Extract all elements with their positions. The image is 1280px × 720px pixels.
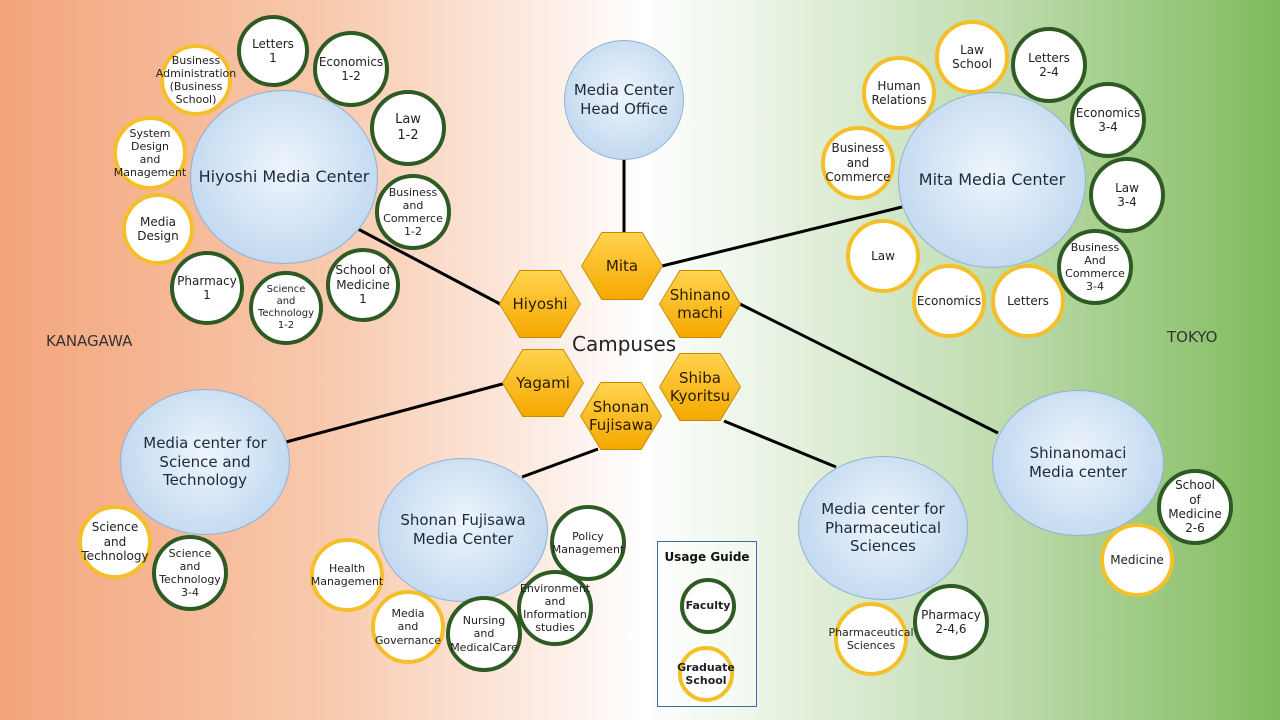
graduate-node-human-relations[interactable]: Human Relations (862, 56, 936, 130)
media-center-head-office[interactable]: Media Center Head Office (564, 40, 684, 160)
media-center-pharmaceutical[interactable]: Media center for Pharmaceutical Sciences (798, 456, 968, 600)
legend-graduate-swatch: Graduate School (677, 646, 735, 702)
line-yagami-mediacenter (285, 381, 507, 444)
line-shinanomachi-mediacenter (739, 302, 999, 435)
graduate-node-law[interactable]: Law (846, 219, 920, 293)
diagram-title: Campuses (572, 332, 677, 356)
graduate-node-pharmaceutical-sciences[interactable]: Pharmaceutical Sciences (828, 602, 914, 676)
faculty-node-environment-information[interactable]: Environment and Information studies (517, 570, 593, 646)
legend-faculty-swatch: Faculty (680, 578, 736, 634)
media-center-shinanomachi[interactable]: Shinanomaci Media center (992, 390, 1164, 536)
faculty-node-science-technology[interactable]: Science and Technology 3-4 (152, 535, 228, 611)
graduate-node-media-design[interactable]: Media Design (122, 193, 194, 265)
graduate-node-science-technology[interactable]: Science and Technology (78, 505, 152, 579)
region-label-tokyo: TOKYO (1167, 328, 1218, 346)
faculty-node-letters[interactable]: Letters 1 (237, 15, 309, 87)
region-label-kanagawa: KANAGAWA (46, 332, 133, 350)
faculty-node-policy-management[interactable]: Policy Management (550, 505, 626, 581)
faculty-node-business-commerce[interactable]: Business and Commerce 1-2 (375, 174, 451, 250)
faculty-node-medicine[interactable]: School of Medicine 1 (326, 248, 400, 322)
graduate-node-health-management[interactable]: Health Management (310, 538, 384, 612)
faculty-node-law[interactable]: Law 1-2 (370, 90, 446, 166)
graduate-node-letters[interactable]: Letters (991, 264, 1065, 338)
faculty-node-economics[interactable]: Economics 3-4 (1070, 82, 1146, 158)
legend-title: Usage Guide (664, 550, 750, 564)
line-shiba-mediacenter (723, 419, 837, 469)
graduate-node-business-commerce[interactable]: Business and Commerce (821, 126, 895, 200)
line-shonan-mediacenter (521, 447, 599, 479)
faculty-node-medicine[interactable]: School of Medicine 2-6 (1157, 469, 1233, 545)
faculty-node-letters[interactable]: Letters 2-4 (1011, 27, 1087, 103)
line-hiyoshi-mediacenter (357, 227, 503, 307)
faculty-node-nursing-medical-care[interactable]: Nursing and MedicalCare (446, 596, 522, 672)
media-center-mita[interactable]: Mita Media Center (898, 92, 1086, 268)
media-center-shonan-fujisawa[interactable]: Shonan Fujisawa Media Center (378, 458, 548, 602)
faculty-node-law[interactable]: Law 3-4 (1089, 157, 1165, 233)
graduate-node-economics[interactable]: Economics (912, 264, 986, 338)
graduate-node-system-design[interactable]: System Design and Management (113, 116, 187, 190)
media-center-science-technology[interactable]: Media center for Science and Technology (120, 389, 290, 535)
graduate-node-media-governance[interactable]: Media and Governance (371, 590, 445, 664)
faculty-node-business-commerce[interactable]: Business And Commerce 3-4 (1057, 229, 1133, 305)
graduate-node-business-administration[interactable]: Business Administration (Business School… (156, 44, 236, 116)
media-center-hiyoshi[interactable]: Hiyoshi Media Center (190, 90, 378, 264)
faculty-node-pharmacy[interactable]: Pharmacy 2-4,6 (913, 584, 989, 660)
line-mita-mediacenter (661, 205, 903, 268)
usage-guide-legend: Usage Guide Faculty Graduate School (657, 541, 757, 707)
graduate-node-medicine[interactable]: Medicine (1100, 523, 1174, 597)
faculty-node-economics[interactable]: Economics 1-2 (313, 31, 389, 107)
faculty-node-pharmacy[interactable]: Pharmacy 1 (170, 251, 244, 325)
faculty-node-science-technology[interactable]: Science and Technology 1-2 (249, 271, 323, 345)
graduate-node-law-school[interactable]: Law School (935, 20, 1009, 94)
